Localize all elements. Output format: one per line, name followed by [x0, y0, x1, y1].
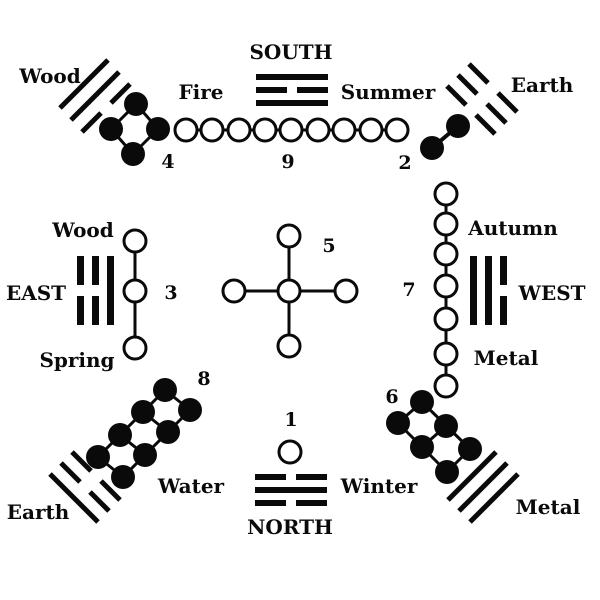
north-number-label: 1: [284, 409, 298, 431]
northeast-number-label: 8: [197, 368, 211, 390]
southeast-number-label: 4: [161, 151, 175, 173]
south-element-label: Fire: [178, 80, 224, 104]
dots-center-five: [221, 223, 359, 359]
southwest-element-label: Earth: [510, 73, 574, 97]
south-direction-label: SOUTH: [249, 40, 333, 64]
east-direction-label: EAST: [5, 281, 67, 305]
south-season-label: Summer: [340, 80, 436, 104]
trigram-dui-icon: [470, 256, 507, 325]
north-season-label: Winter: [340, 474, 418, 498]
dots-southwest-two: [420, 114, 470, 160]
dots-northeast-eight: [86, 378, 202, 489]
east-element-label: Wood: [52, 218, 114, 242]
trigram-gen-icon: [48, 450, 122, 524]
dots-south-nine: [173, 117, 410, 143]
east-season-label: Spring: [39, 348, 115, 372]
dots-southeast-four: [99, 92, 170, 166]
west-season-label: Autumn: [468, 216, 558, 240]
dots-north-one: [277, 439, 303, 465]
dots-west-seven: [433, 181, 459, 399]
trigram-li-icon: [256, 74, 328, 106]
east-number-label: 3: [164, 282, 178, 304]
dots-east-three: [122, 228, 148, 361]
northwest-element-label: Metal: [515, 495, 581, 519]
west-element-label: Metal: [473, 346, 539, 370]
west-direction-label: WEST: [518, 281, 586, 305]
northwest-number-label: 6: [385, 386, 399, 408]
west-number-label: 7: [402, 279, 416, 301]
southwest-number-label: 2: [398, 152, 412, 174]
trigram-xun-icon: [58, 58, 132, 134]
trigram-kun-icon: [445, 62, 519, 136]
trigram-qian-icon: [446, 450, 520, 524]
center-number-label: 5: [322, 235, 336, 257]
trigram-zhen-icon: [77, 256, 114, 325]
northeast-element-label: Earth: [6, 500, 70, 524]
north-direction-label: NORTH: [247, 515, 333, 539]
north-element-label: Water: [157, 474, 225, 498]
southeast-element-label: Wood: [19, 64, 81, 88]
trigram-kan-icon: [255, 474, 327, 506]
dots-northwest-six: [386, 390, 482, 484]
south-number-label: 9: [281, 151, 295, 173]
